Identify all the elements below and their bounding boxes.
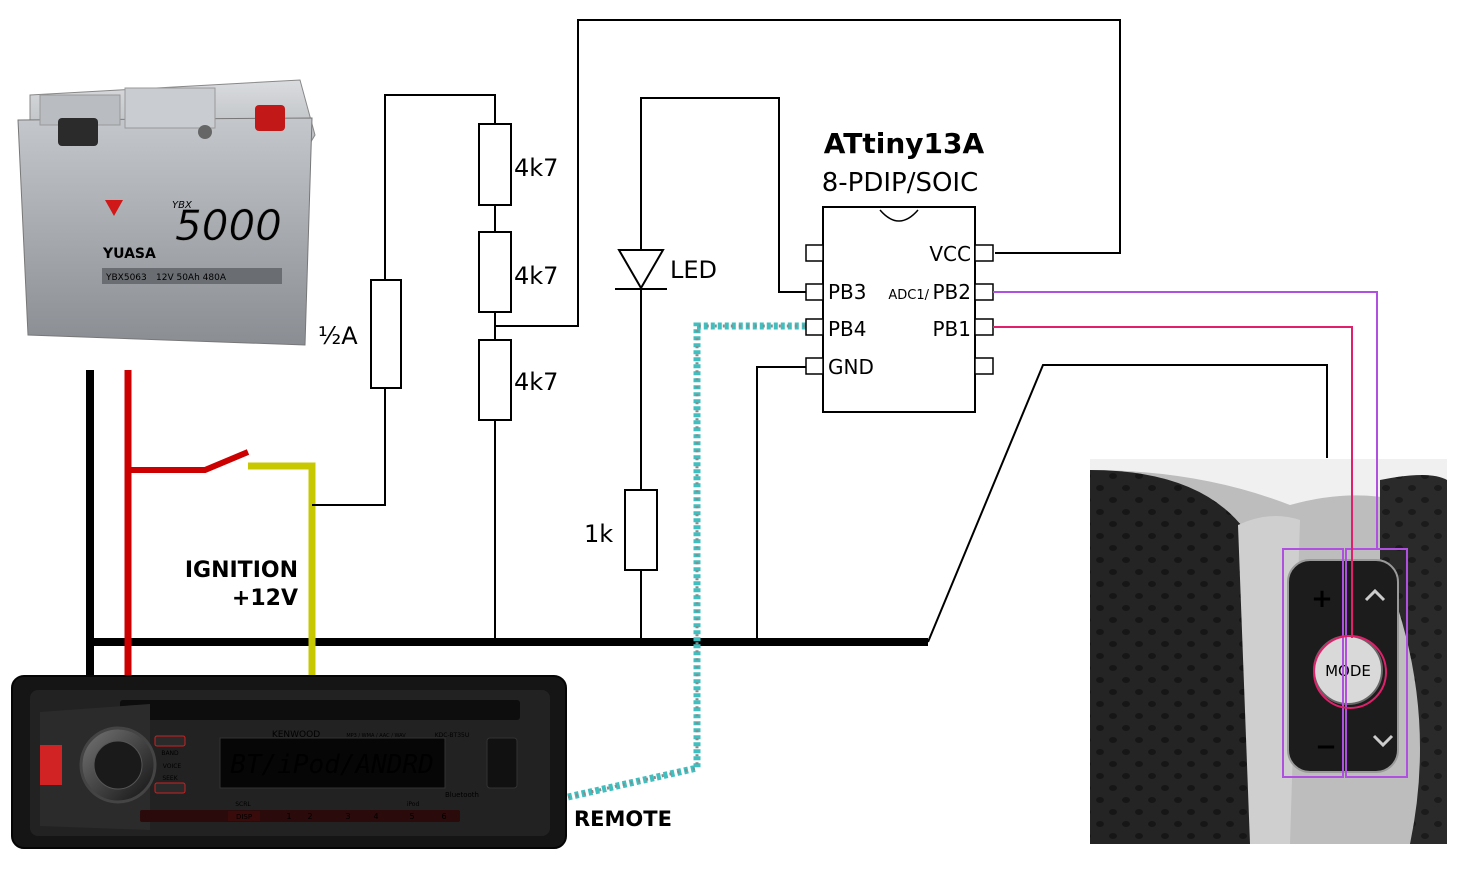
steering-ground-wire [927, 364, 1328, 643]
battery-series: YBX [172, 200, 193, 211]
ignition-switch [128, 449, 250, 473]
pin-adc1-label: ADC1/ [888, 288, 929, 303]
scrl-label: SCRL [235, 801, 251, 808]
radio-formats: MP3 / WMA / AAC / WAV [346, 733, 406, 739]
car-radio: BAND VOICE SEEK KENWOOD MP3 / WMA / AAC … [11, 675, 567, 849]
chip-package: 8-PDIP/SOIC [822, 168, 979, 198]
pin-4 [805, 357, 824, 375]
chip-gnd-wire [756, 366, 808, 642]
battery-spec: 12V 50Ah 480A [156, 273, 227, 283]
disp-button [228, 811, 260, 821]
resistor-r2 [478, 231, 512, 313]
positive-terminal-icon [255, 105, 285, 131]
chip-notch-icon [879, 209, 919, 222]
preset-5: 5 [409, 812, 414, 821]
pin-pb1-label: PB1 [932, 317, 971, 341]
pin-6 [974, 318, 994, 336]
pin-gnd-label: GND [828, 355, 874, 379]
chip-name: ATtiny13A [824, 127, 985, 160]
battery-positive-wire [124, 370, 250, 678]
led-diode-icon [617, 249, 665, 290]
pin-5 [974, 357, 994, 375]
ground-bus [86, 370, 928, 678]
ipod-label: iPod [407, 801, 420, 808]
radio-display: BT/iPod/ANDRD [230, 750, 434, 780]
preset-2: 2 [307, 812, 312, 821]
resistor-r1 [478, 123, 512, 206]
radio-brand: KENWOOD [272, 730, 320, 740]
preset-3: 3 [345, 812, 350, 821]
resistor-r3-label: 4k7 [514, 368, 558, 396]
car-battery: YUASA YBX 5000 YBX5063 12V 50Ah 480A [17, 79, 316, 346]
ignition-label: IGNITION [185, 558, 298, 583]
divider-wires [494, 19, 1121, 642]
pb1-wire [993, 326, 1353, 638]
led-branch [640, 97, 808, 642]
volume-down-icon: − [1315, 732, 1337, 762]
disp-label: DISP [236, 813, 252, 821]
voice-label: VOICE [163, 763, 182, 770]
resistor-r3 [478, 339, 512, 421]
radio-model: KDC-BT35U [435, 732, 470, 739]
resistor-r2-label: 4k7 [514, 262, 558, 290]
seek-label: SEEK [162, 775, 178, 782]
resistor-r1-label: 4k7 [514, 154, 558, 182]
band-button [154, 735, 186, 747]
pin-pb3-label: PB3 [828, 280, 867, 304]
pin-2 [805, 283, 824, 301]
fuse-branch [312, 94, 496, 506]
remote-label: REMOTE [574, 807, 672, 831]
led-label: LED [670, 256, 717, 284]
negative-terminal-icon [58, 118, 98, 146]
battery-brand: YUASA [102, 246, 156, 262]
remote-wire [567, 322, 808, 801]
ignition-wire [248, 462, 316, 678]
bluetooth-label: Bluetooth [445, 791, 479, 799]
pin-1 [805, 244, 824, 262]
steering-wheel-controls: MODE + − [1090, 459, 1447, 844]
chevron-up-icon [1364, 588, 1386, 602]
mode-highlight [1313, 635, 1387, 709]
preset-1: 1 [286, 812, 291, 821]
fuse-label: ½A [318, 322, 358, 350]
preset-bar: DISP 1 2 3 4 5 6 [140, 810, 460, 822]
chevron-down-icon [1372, 734, 1394, 748]
attiny-chip: PB3 PB4 GND VCC ADC1/ PB2 PB1 [805, 206, 994, 413]
band-label: BAND [161, 750, 179, 757]
pin-3 [805, 318, 824, 336]
ignition-voltage-label: +12V [232, 586, 298, 611]
left-button-highlight [1282, 548, 1344, 778]
resistor-led [624, 489, 658, 571]
volume-up-icon: + [1311, 584, 1333, 614]
resistor-led-label: 1k [584, 520, 613, 548]
fuse [370, 279, 402, 389]
preset-4: 4 [373, 812, 378, 821]
pin-pb2-label: PB2 [932, 280, 971, 304]
radio-phone-button [40, 745, 62, 785]
yuasa-logo-icon [105, 200, 123, 216]
seek-button [154, 782, 186, 794]
pin-7 [974, 283, 994, 301]
battery-series-number: 5000 [175, 201, 282, 250]
mode-button-label: MODE [1325, 662, 1371, 680]
pin-8 [974, 244, 994, 262]
pin-pb4-label: PB4 [828, 317, 867, 341]
pb2-wire [993, 291, 1378, 549]
preset-6: 6 [441, 812, 446, 821]
pin-vcc-label: VCC [929, 242, 971, 266]
battery-model: YBX5063 [105, 273, 147, 283]
